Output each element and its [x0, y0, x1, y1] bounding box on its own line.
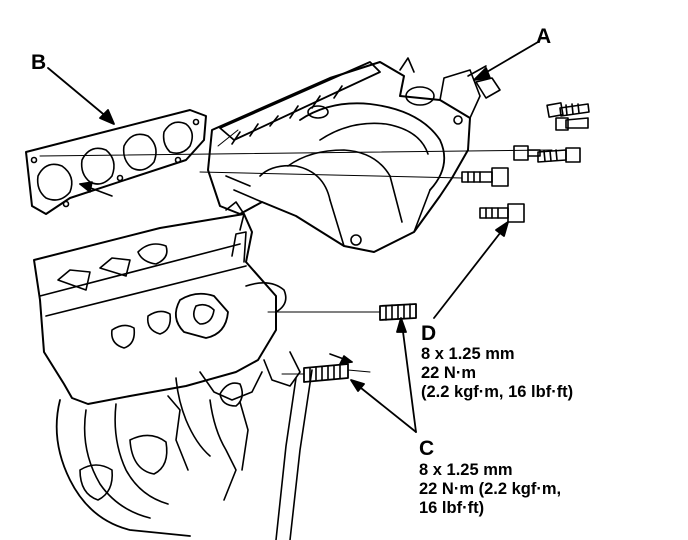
leader-lines — [47, 41, 539, 433]
callout-b-label: B — [31, 51, 47, 74]
intake-manifold — [207, 57, 501, 253]
bolt — [479, 203, 525, 223]
bolts-d — [461, 102, 590, 223]
leader-line-a — [473, 41, 539, 81]
callout-d-label: D — [421, 322, 437, 345]
alignment-guide-lines — [39, 129, 553, 375]
spec-d-size: 8 x 1.25 mm — [421, 345, 515, 363]
bolt — [513, 145, 541, 161]
studs-c — [303, 303, 417, 383]
stud — [303, 363, 349, 383]
engine-cylinder-head — [33, 201, 313, 540]
spec-c-torque-line2: 16 lbf·ft) — [419, 499, 485, 517]
leader-line-b — [47, 67, 115, 125]
bolt — [461, 167, 509, 187]
callout-a-label: A — [536, 25, 552, 48]
spec-c-torque-line1: 22 N·m (2.2 kgf·m, — [419, 480, 562, 498]
stud — [379, 303, 417, 321]
spec-d-torque-alt: (2.2 kgf·m, 16 lbf·ft) — [421, 383, 574, 401]
leader-line-c — [350, 317, 417, 433]
bolt — [555, 117, 589, 131]
callout-c-label: C — [419, 437, 435, 460]
bolt — [537, 147, 581, 163]
intake-manifold-gasket — [25, 109, 207, 215]
spec-d-block: 8 x 1.25 mm 22 N·m (2.2 kgf·m, 16 lbf·ft… — [421, 345, 573, 402]
spec-c-block: 8 x 1.25 mm 22 N·m (2.2 kgf·m, 16 lbf·ft… — [419, 461, 561, 518]
spec-d-torque: 22 N·m — [421, 364, 477, 382]
installation-arrows — [79, 65, 487, 365]
spec-c-size: 8 x 1.25 mm — [419, 461, 513, 479]
leader-line-d — [433, 221, 509, 319]
bolt — [546, 102, 590, 118]
